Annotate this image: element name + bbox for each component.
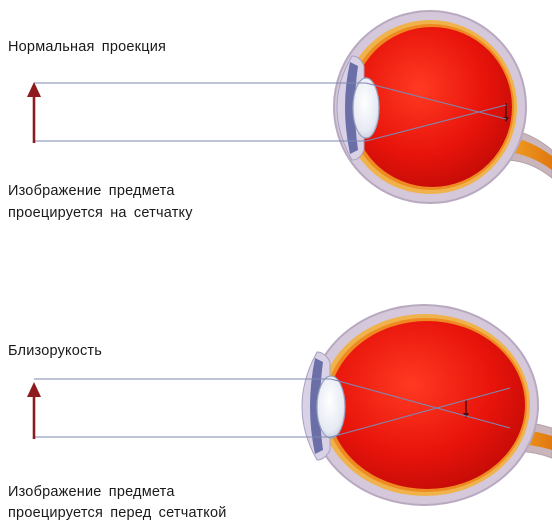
caption-normal-line2: проецируется на сетчатку [8, 202, 193, 224]
panel-title-myopia: Близорукость [8, 340, 102, 362]
caption-normal-line1: Изображение предмета [8, 180, 175, 202]
eye-normal [334, 11, 552, 203]
caption-myopia-line2: проецируется перед сетчаткой [8, 502, 227, 524]
object-arrow-myopia [27, 382, 41, 439]
lens [317, 376, 345, 438]
caption-myopia-line1: Изображение предмета [8, 481, 175, 503]
lens [353, 78, 379, 138]
panel-title-normal: Нормальная проекция [8, 36, 166, 58]
object-arrow-normal [27, 82, 41, 143]
